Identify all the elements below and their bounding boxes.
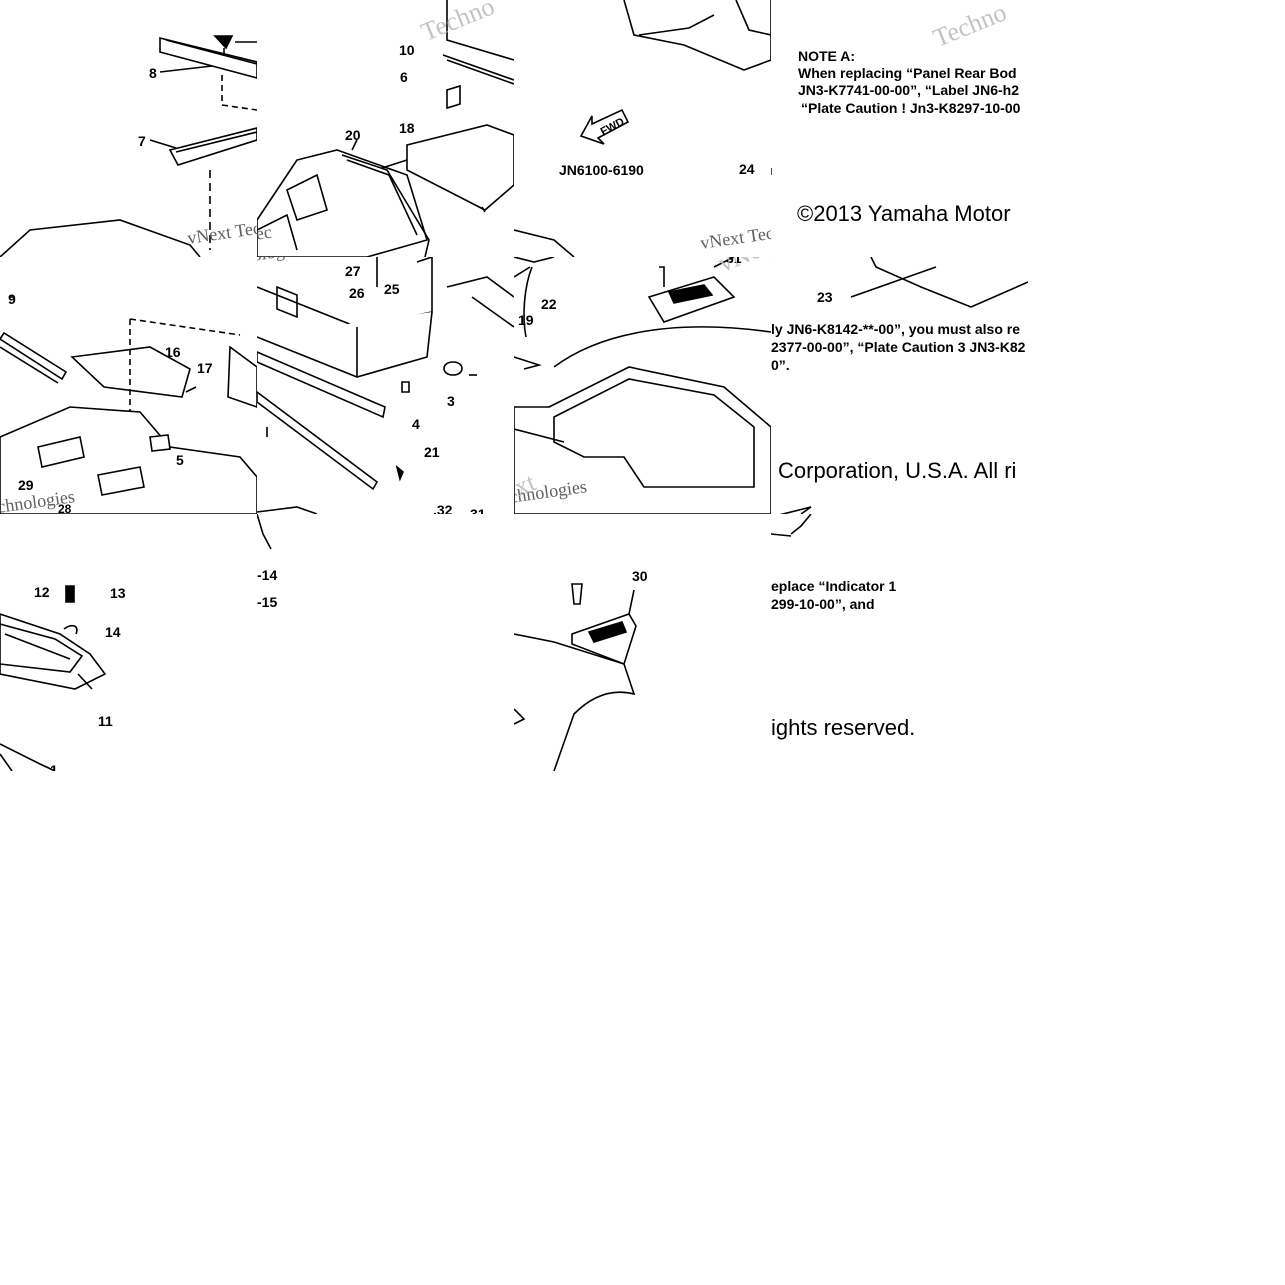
tile-blank: -14 -15 <box>257 514 514 771</box>
tray-drawing <box>514 0 771 257</box>
callout-28: 28 <box>58 502 72 514</box>
tile-indicator: 30 <box>514 514 771 771</box>
callout-26: 26 <box>349 285 365 301</box>
callout-10: 10 <box>399 42 415 58</box>
tile-floor: 12 13 14 11 1 <box>0 514 257 771</box>
floor-drawing <box>0 585 107 771</box>
callout-6: 6 <box>400 69 408 85</box>
callout-1: 1 <box>50 762 58 771</box>
callout-22: 22 <box>541 296 557 312</box>
callout-16: 16 <box>165 344 181 360</box>
callout-30: 30 <box>632 568 648 584</box>
callout-12: 12 <box>34 584 50 600</box>
note-heading: NOTE A: <box>798 48 856 64</box>
callout-9: 9 <box>8 291 16 307</box>
cargo-bed-drawing <box>257 0 514 257</box>
callout-5: 5 <box>176 452 184 468</box>
tile-note-top: NOTE A: When replacing “Panel Rear Bod J… <box>771 0 1028 257</box>
callout-7: 7 <box>138 133 146 149</box>
note-line-2: JN3-K7741-00-00”, “Label JN6-h2 <box>798 82 1019 98</box>
frame-drawing <box>0 296 257 514</box>
callout-24: 24 <box>739 161 755 177</box>
callout-15: -15 <box>257 594 278 610</box>
fragment-drawing <box>771 514 812 537</box>
note-line-3: “Plate Caution ! Jn3-K8297-10-00 <box>801 100 1021 116</box>
callout-14-b: -14 <box>257 567 278 583</box>
bed-box-drawing <box>257 257 514 514</box>
callout-31: 31 <box>470 506 486 514</box>
note-line-5: 2377-00-00”, “Plate Caution 3 JN3-K82 <box>771 339 1026 355</box>
callout-29: 29 <box>18 477 34 493</box>
callout-13: 13 <box>110 585 126 601</box>
fwd-arrow-icon <box>579 108 630 145</box>
tile-cargo-bed: 10 6 20 18 Techno vNext Tec <box>257 0 514 257</box>
tile-bed-box: 27 26 25 2 3 4 21 .32 31 ologies <box>257 257 514 514</box>
callout-11: 11 <box>98 713 113 729</box>
callout-4: 4 <box>412 416 420 432</box>
callout-27: 27 <box>345 263 361 279</box>
callout-17: 17 <box>197 360 213 376</box>
diagram-code: JN6100-6190 <box>559 162 644 178</box>
note-line-7: eplace “Indicator 1 <box>771 578 897 594</box>
indicator-drawing <box>514 583 637 771</box>
floor-mat-drawing <box>779 257 1028 514</box>
callout-23: 23 <box>817 289 833 305</box>
bumper-drawing <box>257 514 272 550</box>
tile-note-bottom: eplace “Indicator 1 299-10-00”, and ight… <box>771 514 1028 771</box>
callout-32: .32 <box>433 502 453 514</box>
note-line-1: When replacing “Panel Rear Bod <box>798 65 1017 81</box>
copyright-part-3: ights reserved. <box>771 715 916 740</box>
tile-fwd-arrow: FWD JN6100-6190 24 vNext Tec <box>514 0 771 257</box>
tile-note-mid: 23 ly JN6-K8142-**-00”, you must also re… <box>771 257 1028 514</box>
copyright-part-1: ©2013 Yamaha Motor <box>797 201 1011 226</box>
fender-drawing <box>514 257 771 514</box>
callout-21: 21 <box>424 444 440 460</box>
callout-31-top: 31 <box>726 257 742 266</box>
callout-18: 18 <box>399 120 415 136</box>
callout-8: 8 <box>149 65 157 81</box>
tile-fender: 22 19 31 chnologies xt vNe nologies <box>514 257 771 514</box>
callout-25: 25 <box>384 281 400 297</box>
callout-3: 3 <box>447 393 455 409</box>
callout-14: 14 <box>105 624 121 640</box>
note-line-6: 0”. <box>771 357 790 373</box>
callout-19: 19 <box>518 312 534 328</box>
note-line-4: ly JN6-K8142-**-00”, you must also re <box>771 321 1020 337</box>
tile-rails: 8 7 vNext Tec <box>0 0 257 257</box>
tile-frame: 9 16 17 5 29 28 chnologies <box>0 257 257 514</box>
callout-20: 20 <box>345 127 361 143</box>
note-line-8: 299-10-00”, and <box>771 596 875 612</box>
copyright-part-2: Corporation, U.S.A. All ri <box>778 458 1017 483</box>
rails-drawing <box>0 35 257 257</box>
leader-24 <box>771 168 772 175</box>
